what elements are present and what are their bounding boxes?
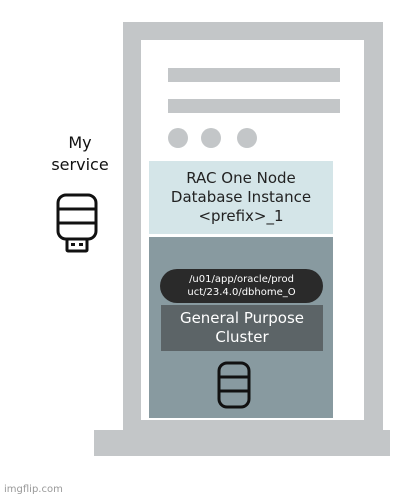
server-slot-bar (168, 99, 340, 113)
database-usb-icon (56, 193, 98, 253)
instance-label: RAC One Node Database Instance <prefix>_… (170, 169, 312, 225)
database-instance-box: RAC One Node Database Instance <prefix>_… (149, 161, 333, 234)
cluster-box: General Purpose Cluster (161, 305, 323, 351)
server-slot-bar (168, 68, 340, 82)
database-icon (217, 361, 251, 409)
oracle-home-path: /u01/app/oracle/prod uct/23.4.0/dbhome_O (187, 274, 296, 298)
watermark: imgflip.com (4, 484, 63, 495)
cluster-label: General Purpose Cluster (179, 309, 305, 346)
server-indicator-dot (237, 128, 257, 148)
service-label: My service (51, 133, 109, 174)
oracle-home-path-pill: /u01/app/oracle/prod uct/23.4.0/dbhome_O (160, 269, 323, 303)
server-indicator-dot (168, 128, 188, 148)
server-indicator-dot (201, 128, 221, 148)
server-base (94, 430, 390, 456)
